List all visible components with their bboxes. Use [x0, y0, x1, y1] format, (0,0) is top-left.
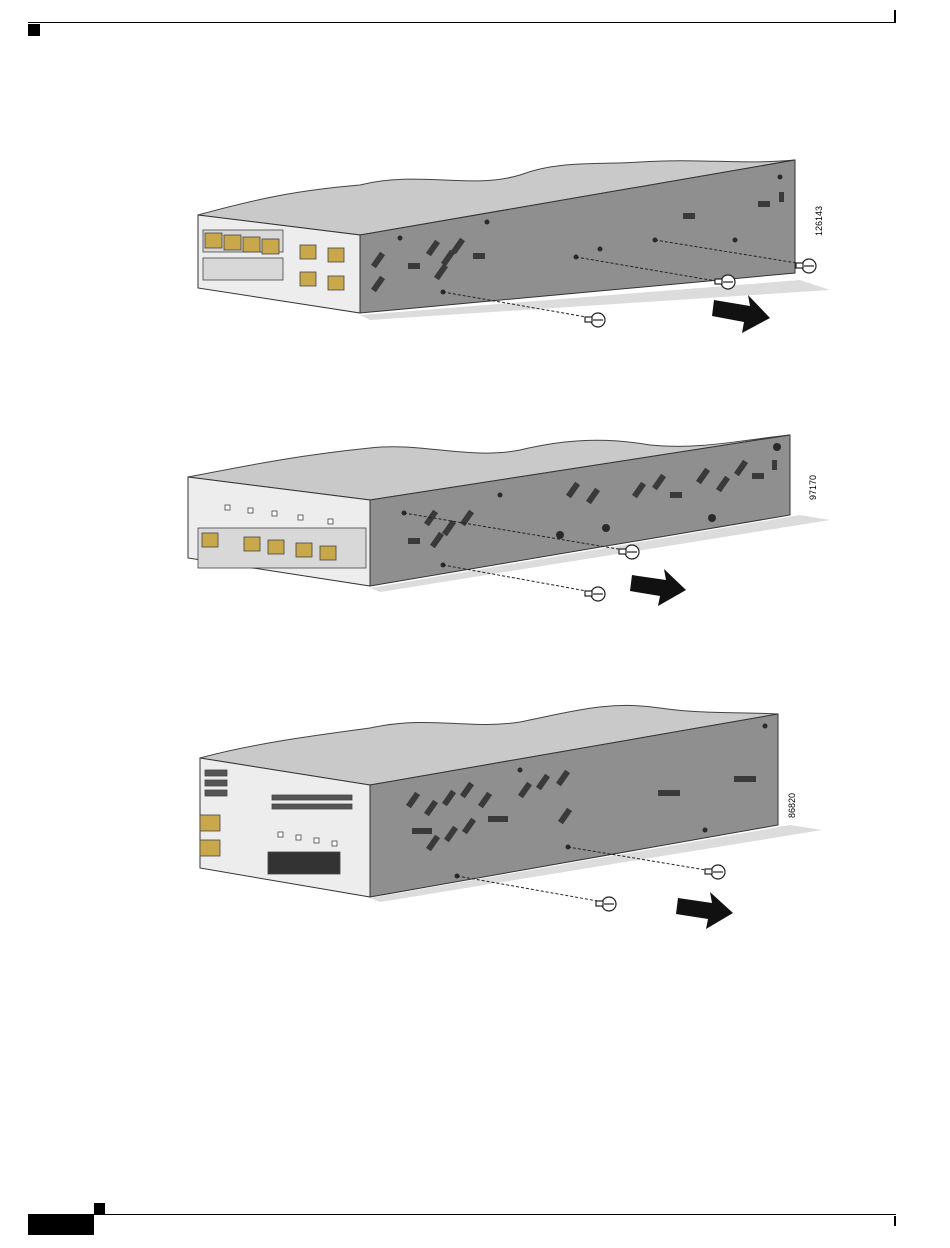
figure-id-label: 97170 [808, 475, 818, 500]
screw-icon [705, 865, 725, 879]
figure-switch-2: 97170 [0, 420, 950, 620]
figure-id-label: 126143 [814, 206, 824, 236]
removal-arrow-icon [630, 569, 686, 606]
footer-right-tick [894, 1216, 896, 1226]
header-rule [28, 22, 896, 23]
screw-icon [585, 313, 605, 327]
footer-rule [28, 1214, 896, 1215]
footer-page-tab [28, 1215, 94, 1235]
screw-icon [596, 897, 616, 911]
removal-arrow-icon [676, 892, 733, 929]
footer-corner-marker [94, 1203, 105, 1214]
header-corner-marker [28, 24, 40, 36]
removal-arrow-icon [712, 295, 770, 333]
screw-icon [796, 259, 816, 273]
figure-switch-3: 86820 [0, 700, 950, 940]
figure-id-label: 86820 [787, 793, 797, 818]
figure-switch-1: 126143 [0, 140, 950, 350]
screw-icon [585, 587, 605, 601]
header-right-tick [894, 10, 896, 22]
